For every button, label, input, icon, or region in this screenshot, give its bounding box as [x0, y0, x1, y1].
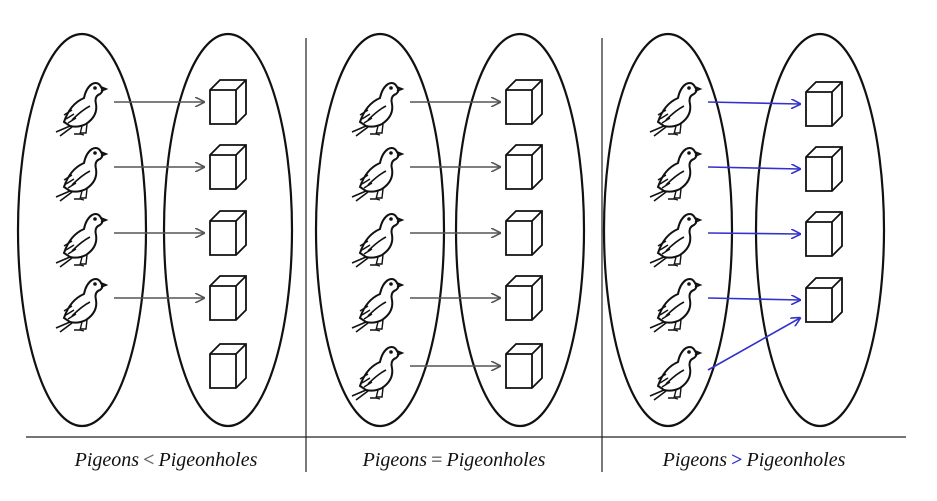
cube-icon — [805, 211, 843, 257]
cube-icon — [505, 210, 543, 256]
mapping-arrow — [707, 298, 800, 300]
pigeon-icon — [649, 346, 701, 401]
caption-left: Pigeons — [74, 449, 140, 471]
caption-equal: Pigeons=Pigeonholes — [306, 445, 602, 475]
cube-icon — [805, 277, 843, 323]
caption-right: Pigeonholes — [446, 449, 546, 471]
caption-left: Pigeons — [362, 449, 428, 471]
pigeon-icon — [351, 147, 403, 202]
caption-right: Pigeonholes — [746, 449, 846, 471]
cube-icon — [209, 144, 247, 190]
mapping-arrow — [707, 233, 800, 234]
caption-operator: < — [143, 449, 155, 471]
panel-more-pigeons — [602, 32, 886, 428]
cube-icon — [805, 81, 843, 127]
pigeonholes-set-ellipse — [162, 32, 294, 428]
caption-left: Pigeons — [662, 449, 728, 471]
cube-icon — [209, 343, 247, 389]
cube-icon — [505, 79, 543, 125]
cube-icon — [505, 275, 543, 321]
caption-operator: > — [731, 449, 743, 471]
cube-icon — [805, 146, 843, 192]
mapping-arrow — [707, 102, 800, 104]
pigeon-icon — [55, 213, 107, 268]
cube-icon — [505, 343, 543, 389]
cube-icon — [209, 275, 247, 321]
caption-more-pigeons: Pigeons>Pigeonholes — [602, 445, 906, 475]
pigeons-set-ellipse — [314, 32, 446, 428]
pigeonholes-set-ellipse — [754, 32, 886, 428]
pigeons-set-ellipse — [602, 32, 734, 428]
pigeon-icon — [351, 278, 403, 333]
cube-icon — [209, 79, 247, 125]
pigeons-set-ellipse — [16, 32, 148, 428]
pigeon-icon — [351, 82, 403, 137]
cube-icon — [505, 144, 543, 190]
mapping-arrow — [707, 318, 800, 371]
pigeon-icon — [649, 82, 701, 137]
pigeon-icon — [55, 147, 107, 202]
pigeon-icon — [649, 278, 701, 333]
caption-fewer-pigeons: Pigeons<Pigeonholes — [26, 445, 306, 475]
pigeon-icon — [351, 213, 403, 268]
pigeon-icon — [649, 213, 701, 268]
panels — [16, 32, 886, 428]
mapping-arrow — [707, 167, 800, 169]
caption-right: Pigeonholes — [158, 449, 258, 471]
caption-operator: = — [431, 449, 443, 471]
pigeonholes-set-ellipse — [454, 32, 586, 428]
pigeon-icon — [649, 147, 701, 202]
panel-fewer-pigeons — [16, 32, 294, 428]
panel-equal — [314, 32, 586, 428]
pigeon-icon — [55, 82, 107, 137]
pigeon-icon — [55, 278, 107, 333]
pigeon-icon — [351, 346, 403, 401]
cube-icon — [209, 210, 247, 256]
